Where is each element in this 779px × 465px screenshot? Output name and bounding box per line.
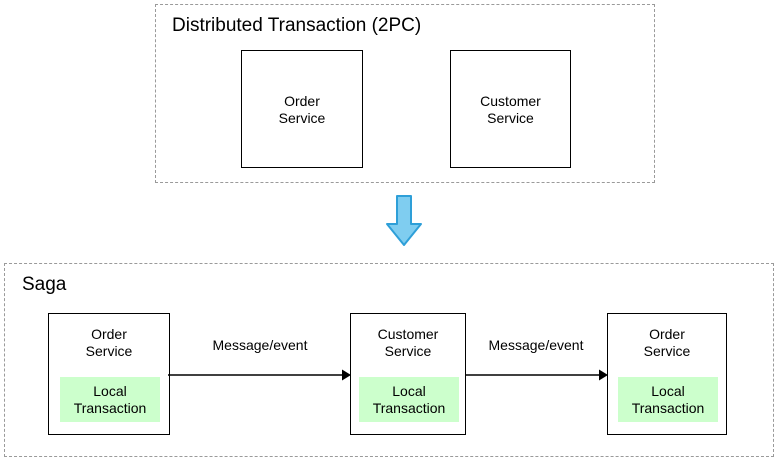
- top-customer-service-label: Customer Service: [480, 93, 541, 126]
- down-arrow-icon: [383, 194, 425, 248]
- saga-order-service-2-box[interactable]: Order Service Local Transaction: [607, 313, 727, 435]
- edge-1-arrow: [168, 366, 352, 384]
- top-customer-service-box[interactable]: Customer Service: [450, 50, 571, 168]
- saga-customer-service-local-transaction: Local Transaction: [359, 377, 459, 422]
- distributed-transaction-group: [155, 4, 655, 183]
- distributed-transaction-group-title: Distributed Transaction (2PC): [172, 15, 422, 36]
- top-order-service-box[interactable]: Order Service: [241, 50, 363, 168]
- local-transaction-label: Local Transaction: [372, 382, 446, 416]
- saga-order-service-label: Order Service: [85, 326, 133, 359]
- edge-1-label: Message/event: [212, 337, 308, 353]
- saga-customer-service-box[interactable]: Customer Service Local Transaction: [350, 313, 466, 435]
- saga-group: [4, 263, 774, 457]
- saga-order-service-2-label: Order Service: [643, 326, 691, 359]
- saga-group-title: Saga: [22, 274, 67, 295]
- edge-2-arrow: [466, 366, 609, 384]
- top-order-service-label: Order Service: [278, 93, 326, 126]
- saga-order-service-box[interactable]: Order Service Local Transaction: [48, 313, 170, 435]
- saga-customer-service-label: Customer Service: [377, 326, 439, 359]
- local-transaction-label: Local Transaction: [73, 382, 147, 416]
- saga-order-service-local-transaction: Local Transaction: [60, 377, 160, 422]
- local-transaction-label: Local Transaction: [631, 382, 705, 416]
- saga-order-service-2-local-transaction: Local Transaction: [618, 377, 718, 422]
- edge-2-label: Message/event: [488, 337, 584, 353]
